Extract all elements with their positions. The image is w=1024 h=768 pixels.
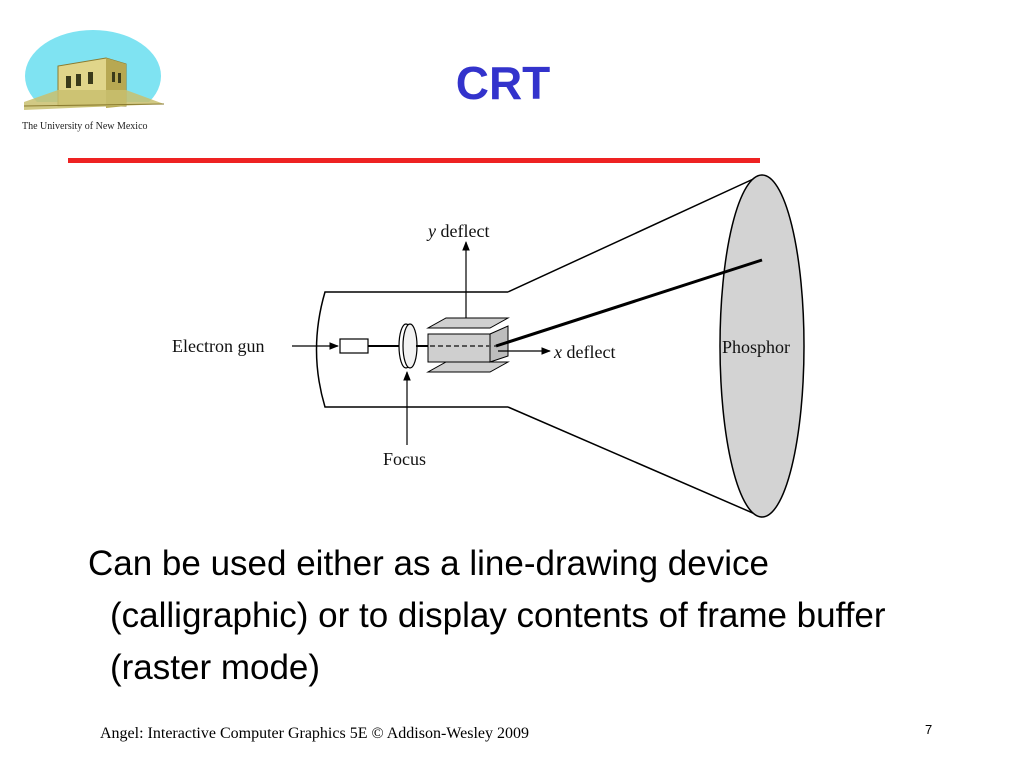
slide-title: CRT (455, 57, 551, 109)
crt-diagram: y deflect x deflect Electron gun Focus P… (172, 174, 805, 518)
focus-lens (398, 323, 418, 369)
y-deflect-label: y deflect (426, 221, 489, 241)
phosphor-label: Phosphor (722, 337, 790, 357)
page-number: 7 (925, 722, 933, 737)
electron-beam (495, 258, 763, 348)
deflection-plates (426, 317, 510, 373)
title-divider (68, 158, 760, 163)
logo-caption: The University of New Mexico (22, 121, 148, 132)
body-text: Can be used either as a line-drawing dev… (88, 544, 886, 687)
university-logo (18, 24, 168, 139)
phosphor-screen (719, 174, 805, 518)
footer-citation: Angel: Interactive Computer Graphics 5E … (100, 725, 529, 742)
electron-gun-cylinder (339, 338, 369, 354)
tube-outline (315, 174, 763, 518)
x-deflect-label: x deflect (553, 342, 615, 362)
logo-graphic (18, 30, 168, 124)
electron-gun-label: Electron gun (172, 336, 264, 356)
focus-label: Focus (383, 449, 426, 469)
